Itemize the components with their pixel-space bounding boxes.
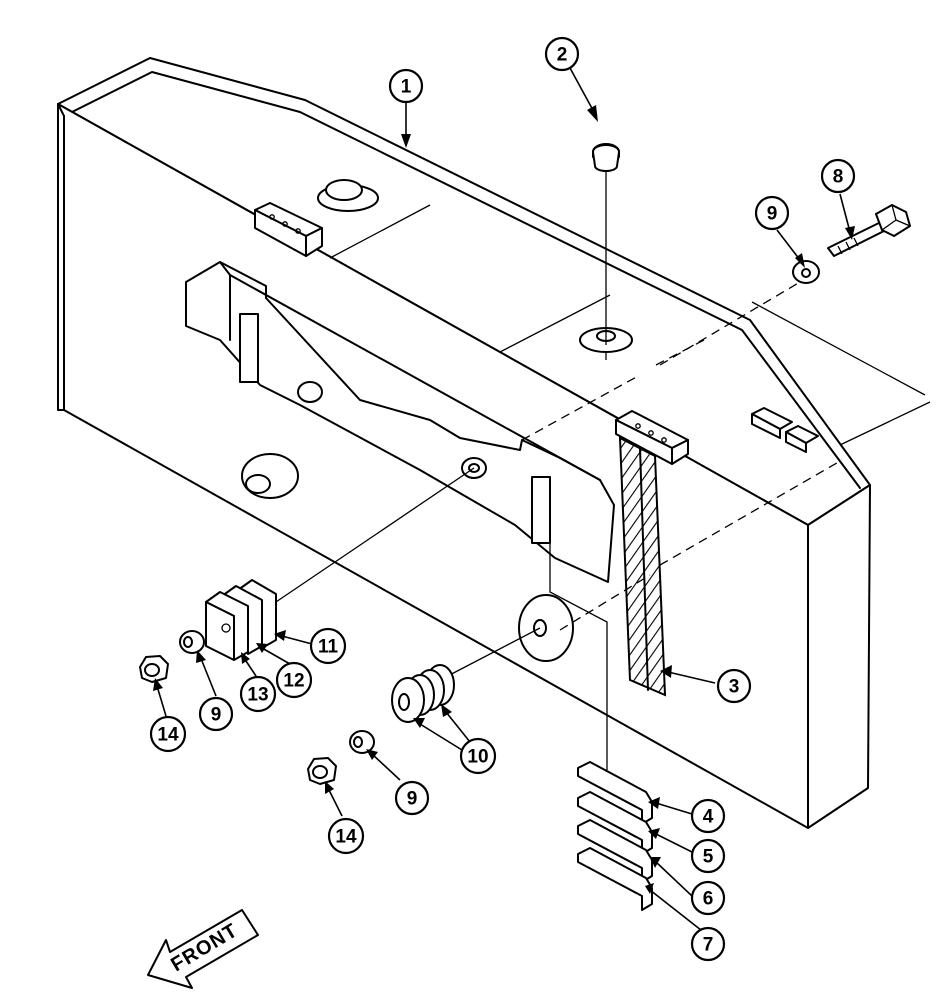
guide-lines — [269, 167, 843, 770]
callout-8: 8 — [820, 158, 856, 194]
callout-9-left: 9 — [198, 696, 234, 732]
svg-text:1: 1 — [401, 77, 412, 98]
nut-left — [139, 655, 169, 683]
callout-4: 4 — [690, 798, 726, 834]
shim-stack — [577, 761, 653, 911]
svg-text:8: 8 — [833, 167, 844, 188]
callout-5: 5 — [690, 838, 726, 874]
svg-text:13: 13 — [247, 685, 268, 706]
svg-text:3: 3 — [729, 677, 740, 698]
hatched-plate — [618, 436, 667, 697]
svg-text:9: 9 — [211, 705, 222, 726]
nut-middle — [307, 757, 337, 785]
stacked-washers — [391, 664, 455, 723]
svg-text:6: 6 — [703, 889, 714, 910]
spacer-blocks — [205, 579, 277, 661]
callout-10: 10 — [459, 737, 497, 775]
svg-text:14: 14 — [335, 827, 357, 848]
svg-text:7: 7 — [703, 935, 714, 956]
mounting-plate — [185, 261, 615, 662]
washer-top — [792, 260, 820, 284]
svg-text:11: 11 — [318, 637, 339, 658]
callout-14-middle: 14 — [327, 817, 365, 855]
svg-text:10: 10 — [467, 747, 488, 768]
callout-1: 1 — [388, 68, 424, 104]
callout-7: 7 — [690, 926, 726, 962]
leader-lines — [153, 67, 855, 935]
callout-11: 11 — [309, 627, 347, 665]
callout-12: 12 — [275, 661, 313, 699]
callout-13: 13 — [239, 675, 277, 713]
washer-left — [179, 630, 205, 654]
callout-14-left: 14 — [149, 715, 187, 753]
callout-6: 6 — [690, 880, 726, 916]
svg-text:9: 9 — [767, 204, 778, 225]
callout-9-middle: 9 — [394, 780, 430, 816]
svg-text:2: 2 — [557, 45, 568, 66]
svg-text:14: 14 — [157, 725, 179, 746]
svg-text:4: 4 — [703, 807, 714, 828]
cap-plug — [592, 143, 620, 172]
hex-bolt — [827, 204, 911, 257]
counterweight-body — [57, 57, 931, 829]
svg-text:5: 5 — [703, 847, 714, 868]
callout-2: 2 — [544, 36, 580, 72]
callout-9-top: 9 — [754, 195, 790, 231]
callout-3: 3 — [716, 668, 752, 704]
svg-text:12: 12 — [283, 671, 304, 692]
washer-middle — [349, 730, 375, 754]
front-direction-arrow: FRONT — [147, 909, 259, 989]
svg-text:9: 9 — [407, 789, 418, 810]
